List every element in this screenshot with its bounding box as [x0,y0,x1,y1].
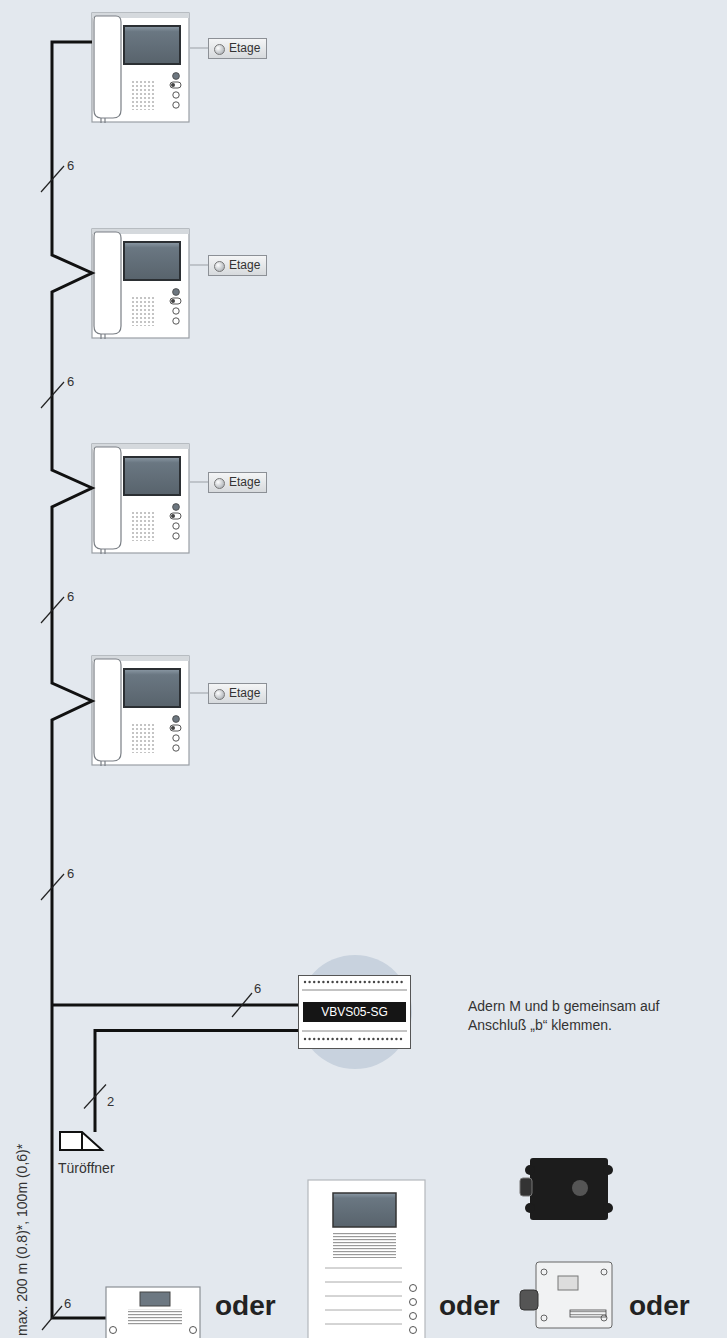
alternative-word: oder [215,1290,276,1322]
door-opener: Türöffner [58,1126,115,1176]
wiring-note: Adern M und b gemeinsam auf Anschluß „b“… [468,997,668,1035]
node-text: Türöffner [58,1160,115,1176]
alternative-word: oder [629,1290,690,1322]
wire-count: 6 [67,158,74,173]
node-text: Etage [229,258,260,272]
indicator-led [214,478,225,489]
alternative-word: oder [439,1290,500,1322]
node-text: VBVS05-SG [303,1002,406,1022]
wire-count: 6 [67,374,74,389]
floor-button: Etage [208,255,267,276]
floor-button: Etage [208,38,267,59]
door-opener-symbol [58,1126,114,1152]
wire-connector [95,1031,298,1133]
wire-count: 6 [67,589,74,604]
cable-length: max. 200 m (0.8)*, 100m (0,6)* [14,1144,30,1336]
node-text: Etage [229,686,260,700]
node-text: Etage [229,475,260,489]
wire-count: 6 [67,866,74,881]
wire-count: 6 [254,981,261,996]
wire-count: 2 [107,1094,114,1109]
bundle-slash [84,1084,106,1108]
floor-button: Etage [208,472,267,493]
node-text: Etage [229,41,260,55]
floor-button: Etage [208,683,267,704]
indicator-led [214,689,225,700]
power-supply: VBVS05-SG [298,975,411,1049]
indicator-led [214,261,225,272]
wire-count: 6 [64,1296,71,1311]
indicator-led [214,44,225,55]
